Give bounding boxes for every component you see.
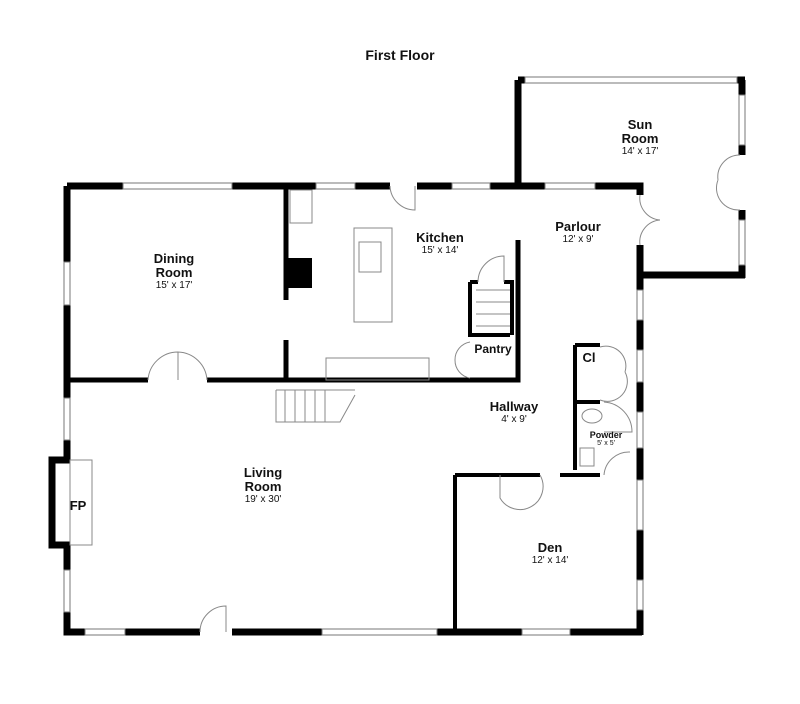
room-dims: 15' x 14'	[421, 245, 459, 256]
fireplace: FP	[70, 499, 87, 513]
room-dims: 19' x 30'	[244, 494, 282, 505]
interior-walls	[67, 186, 600, 632]
room-name: Dining	[153, 251, 195, 266]
room-den: Den 12' x 14'	[531, 540, 569, 567]
room-living-room: Living Room 19' x 30'	[243, 465, 283, 506]
exterior-walls	[48, 76, 746, 636]
room-dims: 14' x 17'	[621, 146, 659, 157]
room-dims: 4' x 9'	[501, 414, 527, 425]
room-dims: 12' x 14'	[531, 555, 569, 566]
room-name: Den	[537, 540, 563, 555]
room-name: Cl	[582, 350, 596, 365]
fireplace-label: FP	[69, 498, 87, 513]
windows	[63, 76, 746, 636]
chimney	[286, 258, 312, 288]
room-name: Room	[155, 265, 193, 280]
room-kitchen: Kitchen 15' x 14'	[416, 230, 464, 257]
room-name: Sun	[627, 117, 653, 132]
floor-title: First Floor	[365, 47, 435, 63]
room-closet: Cl	[583, 351, 596, 365]
room-dining-room: Dining Room 15' x 17'	[153, 251, 195, 292]
room-sun-room: Sun Room 14' x 17'	[621, 117, 659, 158]
room-parlour: Parlour 12' x 9'	[555, 219, 601, 246]
fixtures	[69, 154, 741, 633]
room-name: Kitchen	[416, 230, 464, 245]
room-name: Living	[243, 465, 283, 480]
room-powder: Powder 5' x 5'	[590, 430, 623, 448]
room-name: Room	[244, 479, 282, 494]
room-pantry: Pantry	[474, 342, 511, 356]
room-name: Hallway	[489, 399, 539, 414]
room-name: Parlour	[555, 219, 601, 234]
room-hallway: Hallway 4' x 9'	[489, 399, 539, 426]
room-dims: 15' x 17'	[155, 280, 193, 291]
room-name: Powder	[589, 430, 623, 440]
room-name: Pantry	[474, 342, 512, 356]
room-dims: 5' x 5'	[597, 440, 615, 447]
room-dims: 12' x 9'	[562, 234, 594, 245]
room-name: Room	[621, 131, 659, 146]
